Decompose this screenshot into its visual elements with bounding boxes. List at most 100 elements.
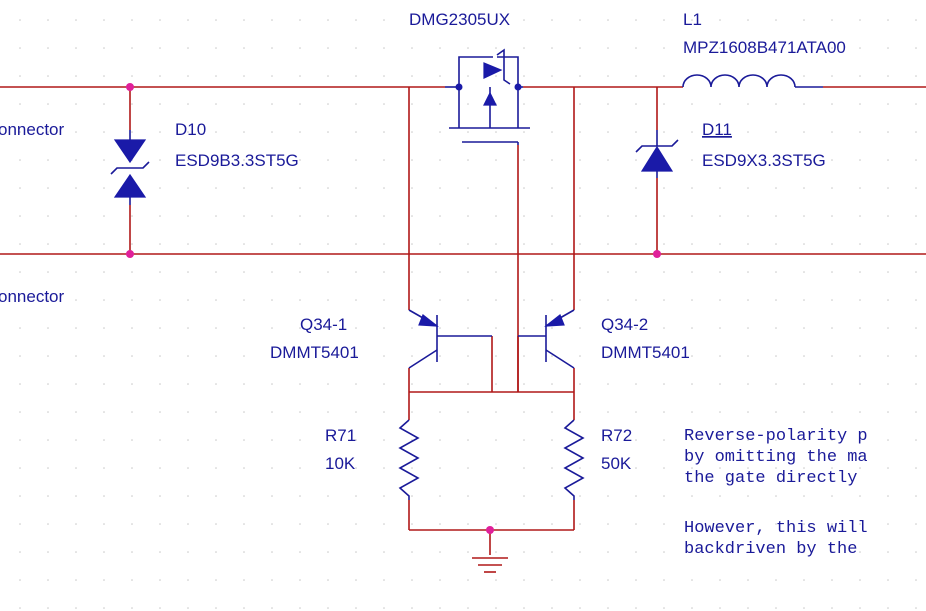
grid-dot — [467, 495, 469, 497]
grid-dot — [579, 467, 581, 469]
grid-dot — [803, 19, 805, 21]
grid-dot — [439, 75, 441, 77]
r71-resistor-symbol[interactable] — [398, 419, 420, 500]
junctions — [126, 83, 661, 534]
grid-dot — [439, 103, 441, 105]
grid-dot — [159, 215, 161, 217]
q34-2-transistor-symbol[interactable] — [518, 309, 575, 369]
grid-dot — [131, 579, 133, 581]
l1-inductor-symbol[interactable] — [682, 74, 823, 88]
grid-dot — [75, 523, 77, 525]
grid-dot — [747, 243, 749, 245]
r72-zigzag — [563, 419, 585, 500]
grid-dot — [607, 439, 609, 441]
grid-dot — [103, 19, 105, 21]
grid-dot — [803, 103, 805, 105]
grid-dot — [19, 19, 21, 21]
r72-resistor-symbol[interactable] — [563, 419, 585, 500]
grid-dot — [803, 215, 805, 217]
junction-d11-bottom — [653, 250, 661, 258]
grid-dot — [859, 355, 861, 357]
grid-dot — [523, 131, 525, 133]
grid-dot — [19, 327, 21, 329]
grid-dot — [215, 411, 217, 413]
grid-dot — [607, 383, 609, 385]
grid-dot — [299, 103, 301, 105]
grid-dot — [495, 411, 497, 413]
grid-dot — [187, 19, 189, 21]
grid-dot — [775, 355, 777, 357]
grid-dot — [327, 75, 329, 77]
d10-diode-symbol[interactable] — [110, 130, 150, 205]
grid-dot — [719, 243, 721, 245]
grid-dot — [355, 243, 357, 245]
grid-dot — [271, 159, 273, 161]
grid-dot — [299, 607, 301, 609]
grid-dot — [187, 159, 189, 161]
grid-dot — [635, 355, 637, 357]
grid-dot — [859, 411, 861, 413]
grid-dot — [383, 47, 385, 49]
grid-dot — [243, 327, 245, 329]
grid-dot — [439, 551, 441, 553]
grid-dot — [103, 327, 105, 329]
grid-dot — [523, 411, 525, 413]
grid-dot — [187, 411, 189, 413]
grid-dot — [383, 383, 385, 385]
grid-dot — [523, 187, 525, 189]
grid-dot — [355, 159, 357, 161]
grid-dot — [215, 439, 217, 441]
grid-dot — [327, 103, 329, 105]
d11-diode-symbol[interactable] — [635, 130, 679, 178]
grid-dot — [47, 607, 49, 609]
grid-dot — [831, 495, 833, 497]
grid-dot — [131, 495, 133, 497]
grid-dot — [495, 75, 497, 77]
grid-dot — [831, 523, 833, 525]
grid-dot — [831, 467, 833, 469]
grid-dot — [271, 551, 273, 553]
grid-dot — [551, 131, 553, 133]
grid-dot — [243, 215, 245, 217]
grid-dot — [915, 383, 917, 385]
grid-dot — [887, 467, 889, 469]
grid-dot — [243, 47, 245, 49]
grid-dot — [383, 495, 385, 497]
grid-dot — [327, 299, 329, 301]
grid-dot — [355, 19, 357, 21]
grid-dot — [887, 243, 889, 245]
grid-dot — [103, 383, 105, 385]
mosfet-symbol[interactable] — [445, 48, 530, 145]
grid-dot — [159, 103, 161, 105]
grid-dot — [887, 523, 889, 525]
grid-dot — [579, 187, 581, 189]
grid-dot — [775, 243, 777, 245]
grid-dot — [383, 75, 385, 77]
grid-dot — [915, 19, 917, 21]
grid-dot — [131, 47, 133, 49]
grid-dot — [327, 19, 329, 21]
grid-dot — [887, 383, 889, 385]
grid-dot — [243, 131, 245, 133]
grid-dot — [327, 243, 329, 245]
grid-dot — [187, 75, 189, 77]
grid-dot — [187, 243, 189, 245]
grid-dot — [663, 607, 665, 609]
grid-dot — [719, 607, 721, 609]
grid-dot — [579, 75, 581, 77]
grid-dot — [663, 439, 665, 441]
grid-dot — [439, 271, 441, 273]
grid-dot — [467, 551, 469, 553]
grid-dot — [607, 299, 609, 301]
grid-dot — [663, 215, 665, 217]
grid-dot — [355, 523, 357, 525]
grid-dot — [663, 187, 665, 189]
grid-dot — [887, 439, 889, 441]
q34-1-transistor-symbol[interactable] — [408, 309, 492, 369]
grid-dot — [19, 607, 21, 609]
grid-dot — [75, 271, 77, 273]
ground-symbol[interactable] — [472, 557, 508, 573]
grid-dot — [47, 439, 49, 441]
grid-dot — [831, 243, 833, 245]
grid-dot — [19, 271, 21, 273]
